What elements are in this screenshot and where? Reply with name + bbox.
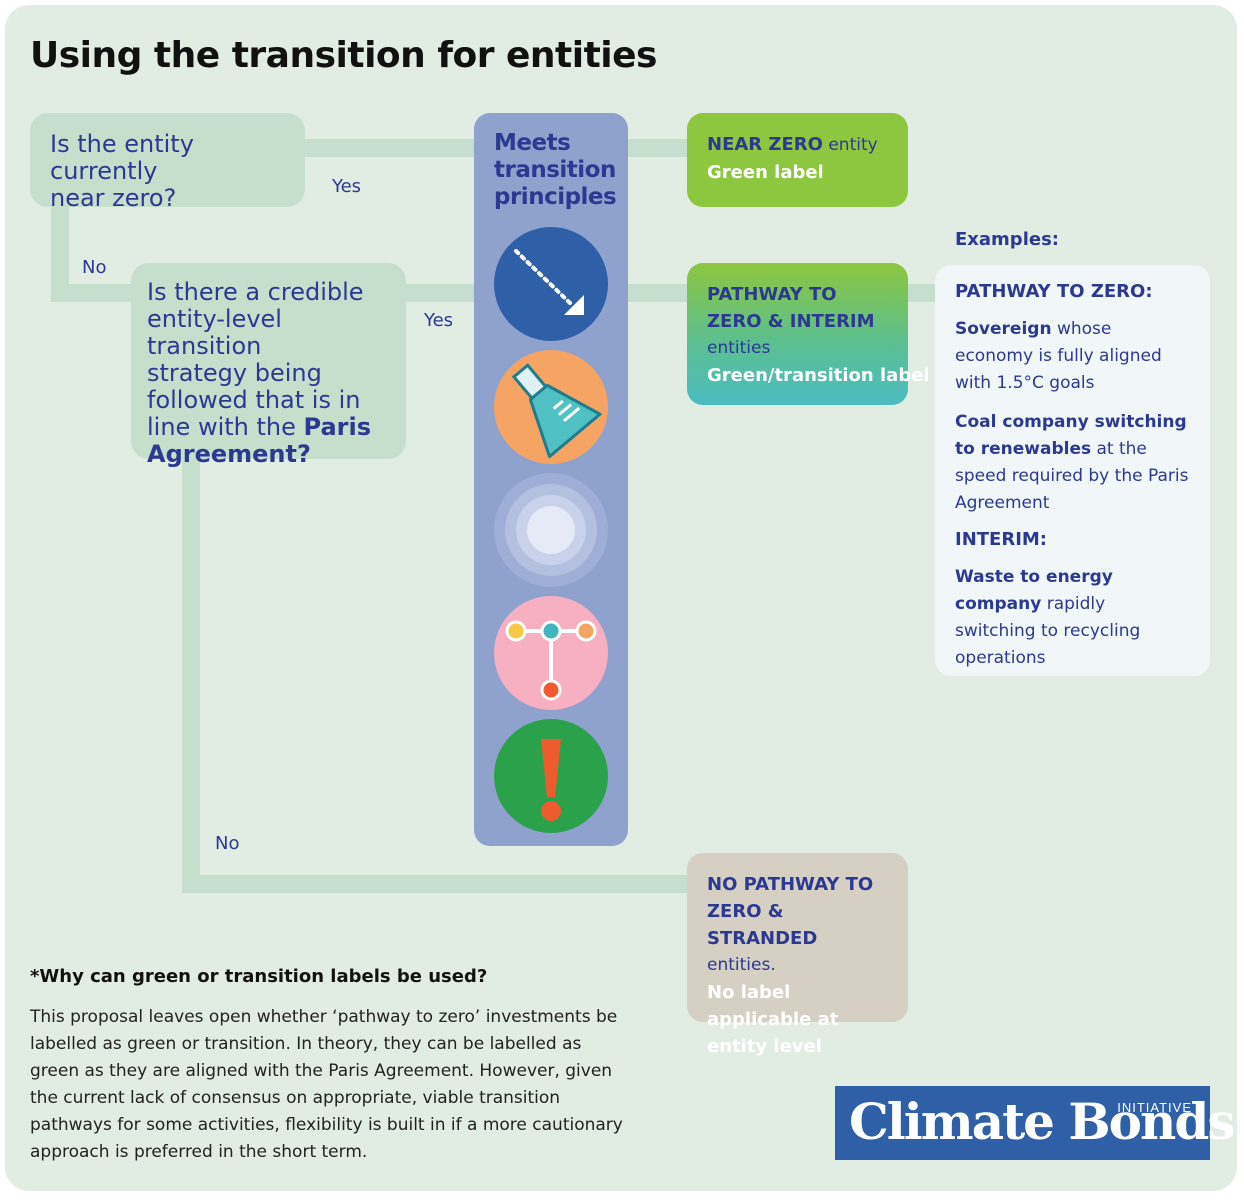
example-text: whose economy is fully aligned with 1.5°…	[955, 319, 1162, 393]
exclamation-icon	[494, 719, 608, 833]
principles-title-line: principles	[494, 184, 617, 210]
example-text: at the speed required by the Paris Agree…	[955, 439, 1189, 513]
examples-box: PATHWAY TO ZERO: Sovereign whose economy…	[935, 265, 1210, 676]
question-line: Is the entity currently	[50, 130, 194, 185]
footnote-heading: *Why can green or transition labels be u…	[30, 966, 488, 987]
yes-label-1: Yes	[332, 176, 362, 197]
logo-small-text: INITIATIVE	[1117, 1100, 1192, 1115]
example-item: Coal company switching to renewables at …	[955, 409, 1190, 517]
page-title: Using the transition for entities	[30, 35, 657, 76]
examples-heading: Examples:	[955, 229, 1059, 250]
example-bold: Waste to energy company	[955, 567, 1113, 614]
network-icon	[494, 596, 608, 710]
connector-q1-principles	[300, 139, 480, 157]
connector-q1-down	[51, 200, 69, 302]
connector-q2-down	[182, 450, 200, 893]
question-line: followed that is in	[147, 386, 361, 414]
target-icon	[494, 473, 608, 587]
example-item: Waste to energy company rapidly switchin…	[955, 564, 1190, 672]
outcome-normal: entities.	[707, 955, 776, 975]
principles-title-line: Meets	[494, 130, 571, 156]
outcome-heading: NO PATHWAY TO	[707, 874, 874, 895]
outcome-heading: NEAR ZERO entity	[707, 131, 888, 159]
question-bold-text: Agreement?	[147, 440, 311, 468]
examples-interim-heading: INTERIM:	[955, 529, 1048, 550]
outcome-stranded: NO PATHWAY TO ZERO & STRANDED entities. …	[687, 853, 908, 1057]
connector-q1-q2	[51, 284, 141, 302]
principles-title-line: transition	[494, 157, 616, 183]
footnote-body: This proposal leaves open whether ‘pathw…	[30, 1007, 623, 1162]
example-text: rapidly switching to recycling operation…	[955, 594, 1141, 668]
question-line: entity-level transition	[147, 305, 282, 360]
question-bold-text: Paris	[303, 413, 372, 441]
outcome-label: No label applicable at	[707, 982, 839, 1030]
outcome-heading: PATHWAY TO	[707, 284, 837, 305]
connector-principles-nearzero	[620, 139, 695, 157]
connector-q2-stranded	[182, 875, 692, 893]
no-label-2: No	[215, 833, 240, 854]
outcome-label: entity level	[707, 1036, 822, 1057]
example-bold: Coal company switching to renewables	[955, 412, 1187, 459]
outcome-pathway: PATHWAY TO ZERO & INTERIM entities Green…	[687, 263, 946, 405]
outcome-normal: entity	[822, 135, 878, 155]
outcome-normal: entities	[707, 338, 771, 358]
logo-main-text: Climate Bonds	[849, 1092, 1235, 1151]
outcome-heading: ZERO & STRANDED	[707, 901, 818, 949]
question-line: strategy being	[147, 359, 322, 387]
arrow-icon	[494, 227, 608, 341]
example-item: Sovereign whose economy is fully aligned…	[955, 316, 1190, 397]
yes-label-2: Yes	[424, 310, 454, 331]
question-line: Agreement?	[147, 441, 403, 468]
question-line: near zero?	[50, 184, 177, 212]
no-label-1: No	[82, 257, 107, 278]
example-bold: Sovereign	[955, 319, 1052, 339]
connector-pathway-examples	[900, 284, 940, 302]
examples-pathway-heading: PATHWAY TO ZERO:	[955, 281, 1153, 302]
principles-title: Meets transition principles	[494, 130, 624, 211]
outcome-bold: NEAR ZERO	[707, 134, 823, 155]
outcome-label: Green/transition label *	[707, 365, 946, 386]
question-text: line with the	[147, 413, 304, 441]
question-credible-strategy: Is there a credible entity-level transit…	[131, 263, 406, 468]
connector-q2-principles	[400, 284, 480, 302]
connector-principles-pathway	[620, 284, 695, 302]
question-line: Is there a credible	[147, 278, 364, 306]
outcome-label: Green label	[707, 162, 824, 183]
question-near-zero: Is the entity currently near zero?	[30, 113, 305, 212]
outcome-near-zero: NEAR ZERO entity Green label	[687, 113, 908, 207]
climate-bonds-logo: Climate Bonds INITIATIVE	[835, 1086, 1235, 1160]
outcome-heading: ZERO & INTERIM	[707, 311, 875, 332]
flask-icon	[494, 350, 608, 464]
question-line: line with the Paris	[147, 414, 403, 441]
